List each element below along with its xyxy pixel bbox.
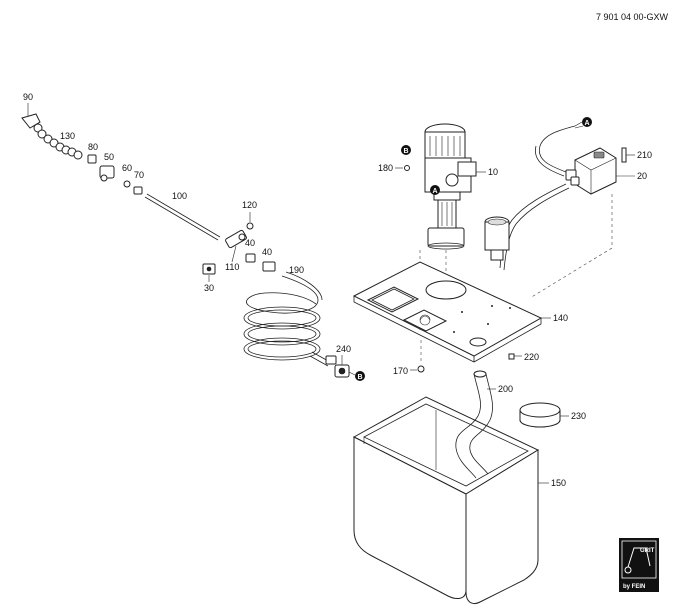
- power-cable: [538, 125, 576, 173]
- labels-left: 90 130 80 50 60 70 100: [23, 92, 187, 201]
- coolant-nozzle-assembly: [21, 113, 221, 241]
- screw-170: [417, 340, 425, 373]
- label-150: 150: [551, 478, 566, 488]
- label-210: 210: [637, 150, 652, 160]
- coolant-tank: [352, 396, 540, 605]
- svg-text:B: B: [403, 148, 408, 155]
- screw-210: [621, 147, 635, 163]
- label-230: 230: [571, 411, 586, 421]
- label-50: 50: [104, 152, 114, 162]
- pipe: [144, 196, 219, 241]
- label-70: 70: [134, 170, 144, 180]
- label-140: 140: [553, 313, 568, 323]
- labels-tank: 150: [538, 478, 566, 488]
- labels-switch: 210 20: [616, 150, 652, 181]
- logo-fein-text: by FEIN: [623, 584, 645, 590]
- label-190: 190: [289, 265, 304, 275]
- tube-connector: [225, 229, 247, 249]
- label-40b: 40: [262, 247, 272, 257]
- label-200: 200: [498, 384, 513, 394]
- marker-b-lower: B: [348, 371, 365, 381]
- marker-b-upper: B: [401, 145, 411, 155]
- hose-connector: [87, 154, 97, 164]
- label-40a: 40: [245, 238, 255, 248]
- labels-plate: 140: [541, 313, 568, 323]
- connector-assembly: [202, 212, 276, 275]
- label-180: 180: [378, 163, 393, 173]
- label-120: 120: [242, 200, 257, 210]
- filter-disc: [519, 402, 561, 428]
- flexible-hose: [33, 123, 83, 160]
- grit-logo: GRIT by FEIN: [619, 538, 659, 592]
- nut-40a: [245, 253, 256, 263]
- svg-text:A: A: [584, 120, 589, 127]
- nut-40b: [262, 261, 276, 272]
- logo-grit-text: GRIT: [640, 548, 655, 554]
- fitting-240: [334, 364, 350, 378]
- screw-220: [508, 353, 522, 360]
- marker-a-pump: A: [430, 185, 440, 195]
- plug: [484, 216, 510, 261]
- svg-text:B: B: [357, 374, 362, 381]
- label-110: 110: [225, 262, 239, 272]
- label-20: 20: [637, 171, 647, 181]
- label-60: 60: [122, 163, 132, 173]
- fitting-30: [202, 263, 216, 275]
- document-id: 7 901 04 00-GXW: [596, 12, 669, 22]
- screw-120: [246, 222, 254, 230]
- label-170: 170: [393, 366, 408, 376]
- label-80: 80: [88, 142, 98, 152]
- switch-box: [565, 147, 617, 195]
- coiled-hose: [243, 271, 337, 367]
- label-30: 30: [204, 283, 214, 293]
- label-90: 90: [23, 92, 33, 102]
- labels-hose: 190 240: [289, 265, 351, 365]
- suction-hose: [455, 370, 493, 479]
- svg-text:A: A: [432, 188, 437, 195]
- valve: [99, 165, 115, 182]
- label-240: 240: [336, 344, 351, 354]
- label-100: 100: [172, 191, 187, 201]
- cover-plate: [352, 261, 543, 363]
- label-220: 220: [524, 352, 539, 362]
- marker-a-cable: A: [582, 117, 592, 127]
- label-130: 130: [60, 131, 75, 141]
- pump: [424, 123, 477, 250]
- coupling: [133, 186, 143, 195]
- label-10: 10: [488, 167, 498, 177]
- labels-pump: 10 180: [378, 163, 498, 177]
- fitting: [123, 180, 131, 188]
- labels-connector: 120 40 40 110 30: [204, 200, 272, 293]
